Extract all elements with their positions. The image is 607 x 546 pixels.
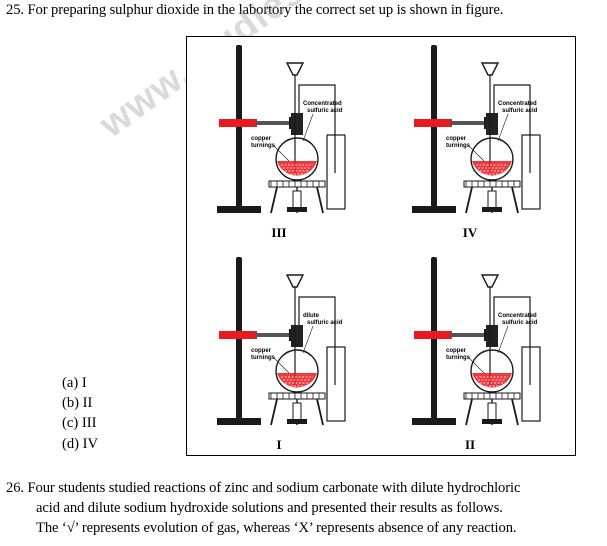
- tripod-leg: [316, 398, 324, 426]
- stopper: [486, 325, 498, 347]
- stand-base: [217, 418, 261, 425]
- setup-caption-I: I: [276, 437, 281, 452]
- metal-label: turnings: [446, 355, 471, 361]
- gas-jar: [521, 134, 541, 210]
- clamp: [219, 331, 257, 339]
- pointer-line: [467, 356, 485, 374]
- delivery-tube: [493, 84, 531, 173]
- stand-base: [412, 206, 456, 213]
- metal-label: turnings: [446, 143, 471, 149]
- acid-label: dilute: [303, 313, 320, 319]
- question-25-text: 25. For preparing sulphur dioxide in the…: [6, 2, 504, 18]
- pointer-line: [302, 325, 314, 354]
- pointer-line: [272, 356, 290, 374]
- burner: [292, 190, 302, 210]
- acid-label: Concentrated: [498, 101, 537, 107]
- acid-label: sulfuric acid: [307, 320, 343, 326]
- acid-label: sulfuric acid: [502, 108, 538, 114]
- option-b[interactable]: (b) II: [62, 395, 93, 412]
- tripod-leg: [316, 186, 324, 214]
- acid-label: Concentrated: [303, 101, 342, 107]
- clamp-arm: [450, 121, 486, 125]
- stopper: [291, 325, 303, 347]
- burner-base: [482, 207, 502, 212]
- delivery-tube: [298, 296, 336, 385]
- acid-label: sulfuric acid: [307, 108, 343, 114]
- stand-base: [217, 206, 261, 213]
- metal-label: copper: [446, 348, 467, 354]
- tripod-leg: [270, 186, 278, 214]
- flask: [275, 137, 319, 181]
- option-a[interactable]: (a) I: [62, 375, 87, 391]
- flask: [470, 349, 514, 393]
- tripod-leg: [511, 398, 519, 426]
- thistle-funnel: [285, 62, 305, 76]
- pointer-line: [467, 144, 485, 162]
- clamp: [219, 119, 257, 127]
- clamp: [414, 331, 452, 339]
- question-26-line-3: The ‘√’ represents evolution of gas, whe…: [36, 520, 517, 536]
- clamp-arm: [255, 121, 291, 125]
- stand-base: [412, 418, 456, 425]
- flask: [275, 349, 319, 393]
- stopper: [486, 113, 498, 135]
- thistle-funnel: [480, 62, 500, 76]
- burner: [487, 402, 497, 422]
- metal-label: copper: [251, 348, 272, 354]
- question-26-line-2: acid and dilute sodium hydroxide solutio…: [36, 500, 503, 516]
- clamp-arm: [255, 333, 291, 337]
- burner-base: [482, 419, 502, 424]
- pointer-line: [497, 325, 509, 354]
- tripod-leg: [465, 186, 473, 214]
- acid-label: Concentrated: [498, 313, 537, 319]
- acid-label: sulfuric acid: [502, 320, 538, 326]
- answer-options: (a) I (b) II (c) III (d) IV: [62, 373, 98, 454]
- flask: [470, 137, 514, 181]
- thistle-funnel: [480, 274, 500, 288]
- pointer-line: [497, 113, 509, 142]
- gas-jar: [521, 346, 541, 422]
- thistle-funnel: [285, 274, 305, 288]
- metal-label: copper: [446, 136, 467, 142]
- tripod-leg: [511, 186, 519, 214]
- option-c[interactable]: (c) III: [62, 415, 97, 432]
- setup-caption-IV: IV: [463, 225, 478, 240]
- burner-base: [287, 419, 307, 424]
- metal-label: copper: [251, 136, 272, 142]
- pointer-line: [302, 113, 314, 142]
- pointer-line: [272, 144, 290, 162]
- delivery-tube: [493, 296, 531, 385]
- tripod-leg: [465, 398, 473, 426]
- option-d[interactable]: (d) IV: [62, 435, 99, 452]
- metal-label: turnings: [251, 355, 276, 361]
- burner-base: [287, 207, 307, 212]
- gas-jar: [326, 346, 346, 422]
- delivery-tube: [298, 84, 336, 173]
- burner: [487, 190, 497, 210]
- tripod-leg: [270, 398, 278, 426]
- gas-jar: [326, 134, 346, 210]
- stopper: [291, 113, 303, 135]
- setup-caption-III: III: [271, 225, 286, 240]
- clamp-arm: [450, 333, 486, 337]
- metal-label: turnings: [251, 143, 276, 149]
- burner: [292, 402, 302, 422]
- clamp: [414, 119, 452, 127]
- setup-caption-II: II: [465, 437, 475, 452]
- question-26-line-1: 26. Four students studied reactions of z…: [6, 480, 521, 496]
